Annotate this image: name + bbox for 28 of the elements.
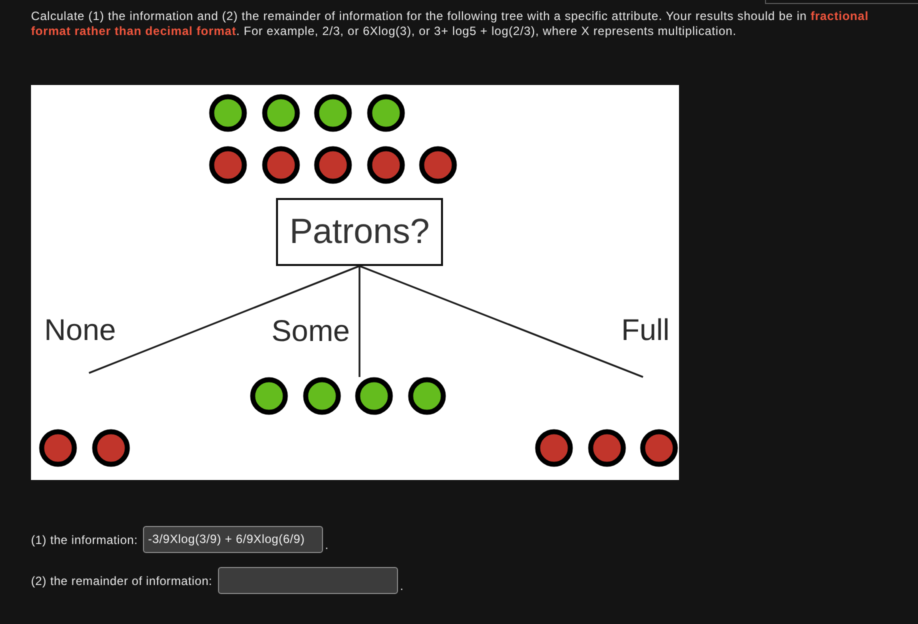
dot-icon bbox=[250, 377, 288, 415]
branch-line bbox=[359, 265, 644, 378]
dot-icon bbox=[92, 429, 130, 467]
punctuation: . bbox=[400, 579, 404, 594]
branch-line bbox=[88, 265, 360, 374]
question-text: Calculate (1) the information and (2) the remainder of information for the following tree with a specific attribute. Your results should be in fractional format rather than decimal format. For example, 2/3, or 6Xlog(3), or 3+ log5 + log(2/3), where X represents multiplication. bbox=[31, 9, 870, 39]
dot-icon bbox=[588, 429, 626, 467]
dot-icon bbox=[355, 377, 393, 415]
dot-icon bbox=[640, 429, 678, 467]
dot-icon bbox=[314, 94, 352, 132]
field-label: (2) the remainder of information: bbox=[31, 574, 212, 589]
dot-icon bbox=[366, 94, 404, 132]
dot-icon bbox=[209, 94, 247, 132]
branch-line bbox=[358, 266, 360, 377]
dot-icon bbox=[262, 146, 300, 184]
input-field: -3/9Xlog(3/9) + 6/9Xlog(6/9) bbox=[143, 526, 323, 553]
dot-icon bbox=[314, 146, 352, 184]
dot-icon bbox=[366, 146, 404, 184]
dot-icon bbox=[262, 94, 300, 132]
dot-icon bbox=[419, 146, 457, 184]
field-label: (1) the information: bbox=[31, 533, 138, 548]
decision-box: Patrons? bbox=[276, 198, 443, 266]
dot-icon bbox=[209, 146, 247, 184]
dot-icon bbox=[302, 377, 340, 415]
dot-icon bbox=[408, 377, 446, 415]
punctuation: . bbox=[325, 538, 329, 553]
dot-icon bbox=[535, 429, 573, 467]
dot-icon bbox=[39, 429, 77, 467]
